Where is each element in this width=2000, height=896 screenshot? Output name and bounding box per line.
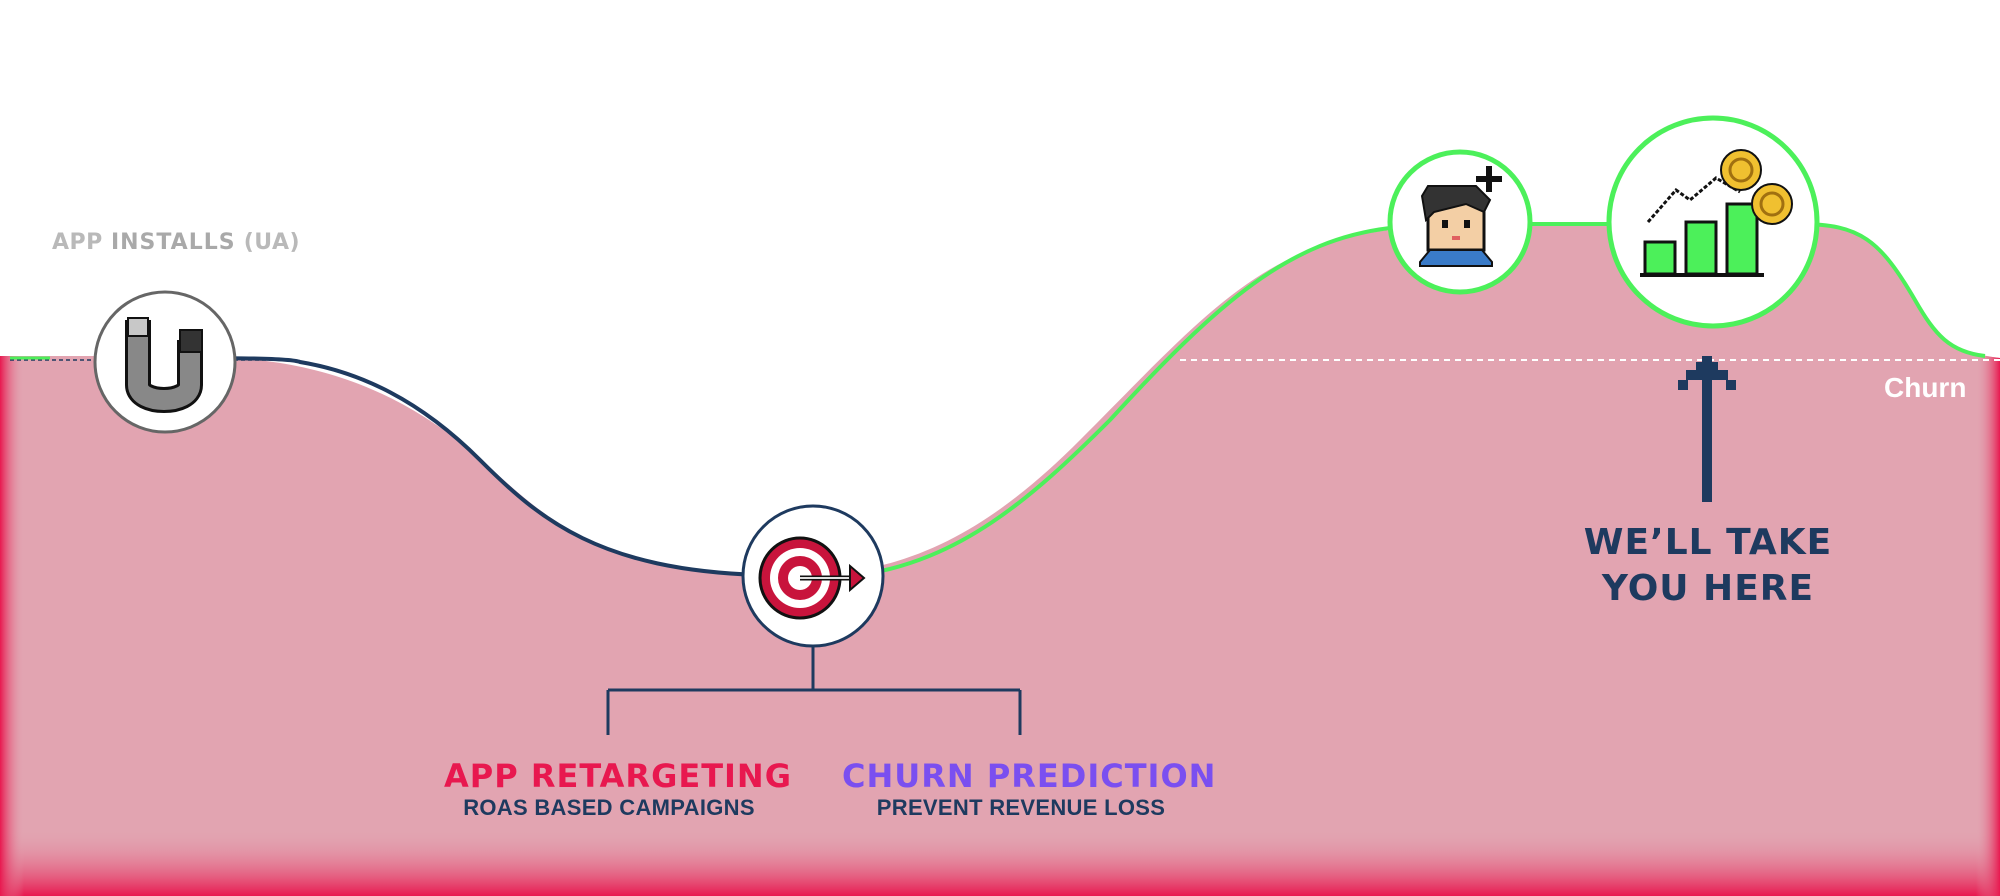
growth-chart-coins-icon <box>1640 149 1793 277</box>
app-retargeting-subtitle: ROAS BASED CAMPAIGNS <box>463 795 755 820</box>
app-installs-prefix: APP <box>52 230 111 255</box>
declining-curve <box>159 356 761 577</box>
target-stage <box>741 504 885 648</box>
growth-stage <box>1606 115 1820 329</box>
app-installs-suffix: (UA) <box>235 230 301 255</box>
take-line-1: WE’LL TAKE <box>1583 522 1833 563</box>
take-line-2: YOU HERE <box>1601 568 1815 609</box>
churn-prediction-title: CHURN PREDICTION <box>842 757 1217 795</box>
target-dart-icon <box>758 536 866 620</box>
arrow-up-icon <box>1678 356 1736 502</box>
area-side-glow <box>0 225 2000 896</box>
bracket-connector <box>606 646 1022 735</box>
app-installs-label: APP INSTALLS (UA) <box>52 230 300 255</box>
churn-prediction-subtitle: PREVENT REVENUE LOSS <box>876 795 1166 820</box>
magnet-icon <box>125 317 203 413</box>
user-add-icon <box>1419 166 1502 267</box>
magnet-stage <box>93 290 237 434</box>
growing-curve <box>859 222 1986 577</box>
user-stage <box>1387 149 1533 295</box>
app-installs-strong: INSTALLS <box>110 230 236 255</box>
take-you-here-callout: WE’LL TAKE YOU HERE <box>1560 520 1856 612</box>
churn-label: Churn <box>1884 372 1967 403</box>
app-retargeting-title: APP RETARGETING <box>444 757 792 795</box>
